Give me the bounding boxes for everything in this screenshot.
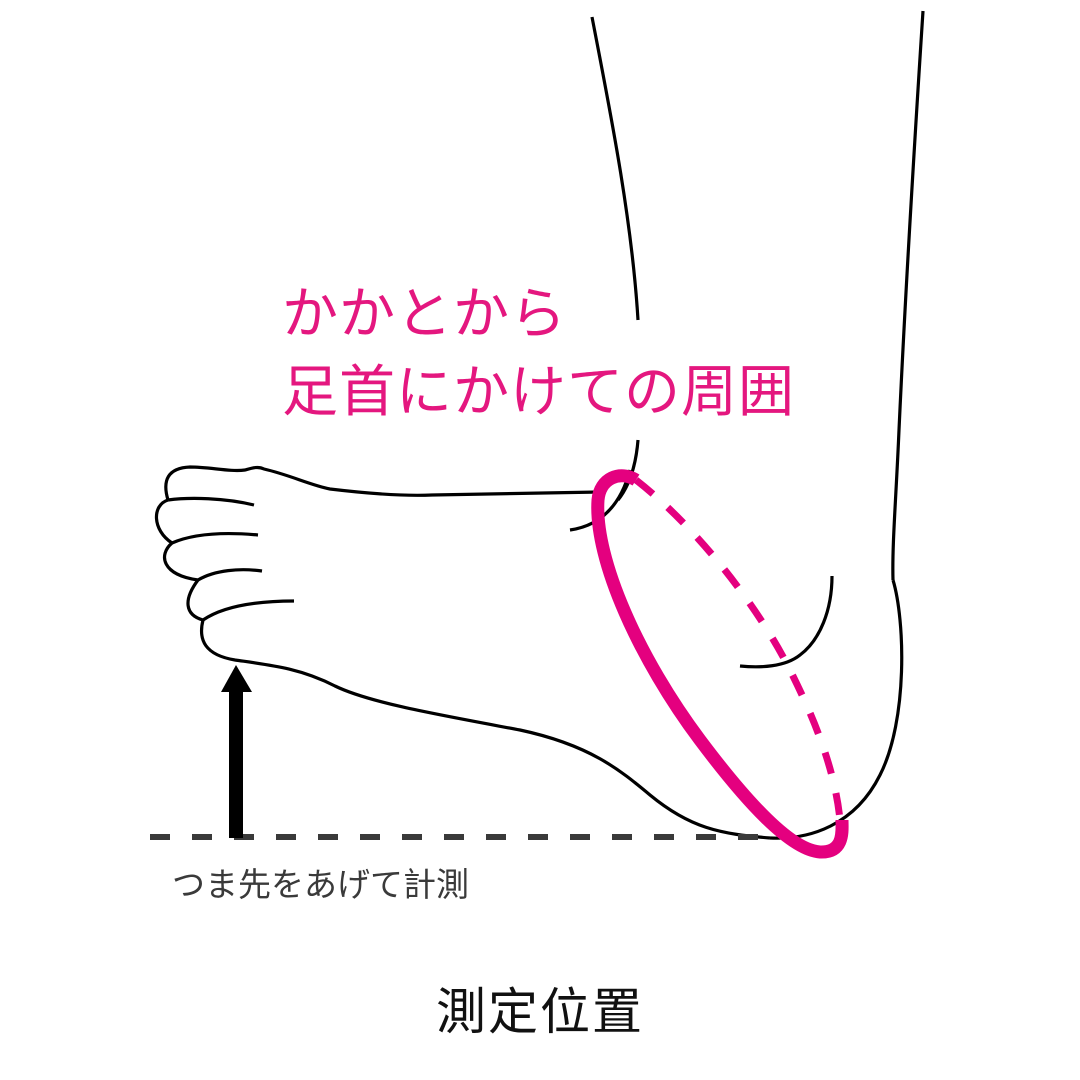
toe-3 xyxy=(162,541,263,582)
toe-4 xyxy=(186,579,295,622)
measurement-label-line1: かかとから xyxy=(282,282,567,347)
toe-1 xyxy=(167,496,255,507)
foot-sole xyxy=(199,619,771,840)
diagram-title: 測定位置 xyxy=(436,983,644,1041)
instruction-text: つま先をあげて計測 xyxy=(172,865,469,904)
leg-front-line xyxy=(590,16,640,321)
foot-top xyxy=(164,465,601,501)
leg-back-line xyxy=(891,10,925,581)
ankle-bone xyxy=(739,575,834,669)
leg-outline xyxy=(590,10,925,840)
loop-front-solid xyxy=(591,469,849,859)
measurement-loop xyxy=(591,469,849,859)
heel-back xyxy=(769,579,904,840)
measurement-label-line2: 足首にかけての周囲 xyxy=(282,360,795,425)
lift-arrow-icon xyxy=(221,665,252,838)
toe-2 xyxy=(154,498,259,545)
loop-back-dashed xyxy=(633,477,844,821)
